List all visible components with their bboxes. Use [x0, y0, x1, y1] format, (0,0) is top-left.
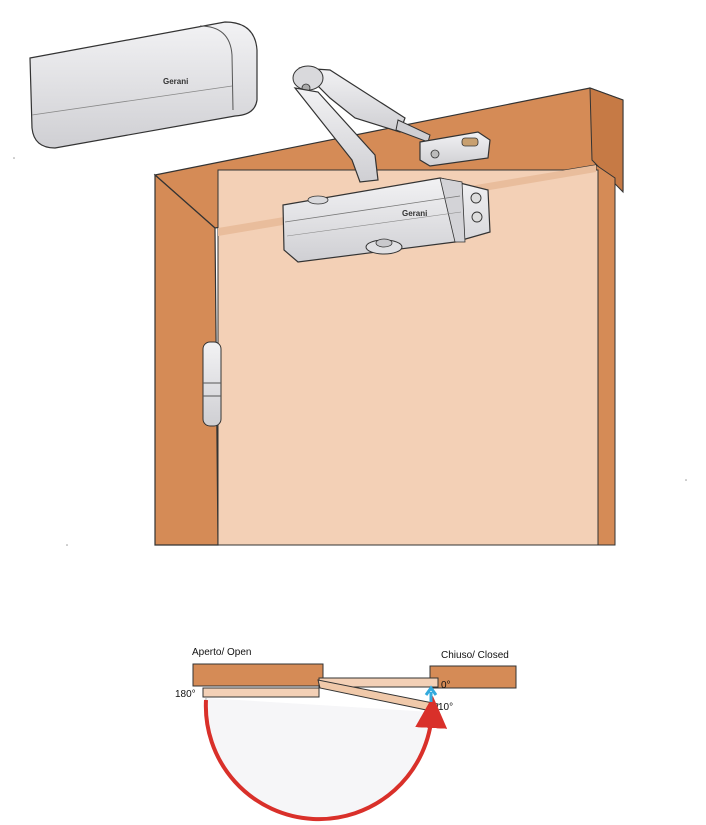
angle-10-label: 10° [438, 702, 453, 713]
angle-0-label: 0° [441, 680, 451, 691]
closer-cover: Gerani [29, 21, 258, 149]
closed-side-wall [429, 665, 517, 689]
open-side-wall [192, 663, 324, 687]
hinge [202, 341, 222, 427]
closed-label: Chiuso/ Closed [441, 650, 509, 661]
cover-brand-mark: Gerani [163, 77, 188, 86]
closer-arm [292, 65, 491, 183]
door-sweep-arc [205, 697, 433, 819]
scan-specks [13, 157, 687, 546]
closer-body: Gerani [282, 177, 491, 263]
opening-angle-diagram: Aperto/ Open Chiuso/ Closed 180° 0° 10° [175, 647, 517, 822]
body-brand-mark: Gerani [402, 209, 427, 218]
swing-arrow [203, 696, 448, 822]
open-label: Aperto/ Open [192, 647, 251, 658]
angle-180-label: 180° [175, 689, 196, 700]
latch-arrow [424, 685, 438, 702]
door-position-180 [202, 687, 320, 698]
